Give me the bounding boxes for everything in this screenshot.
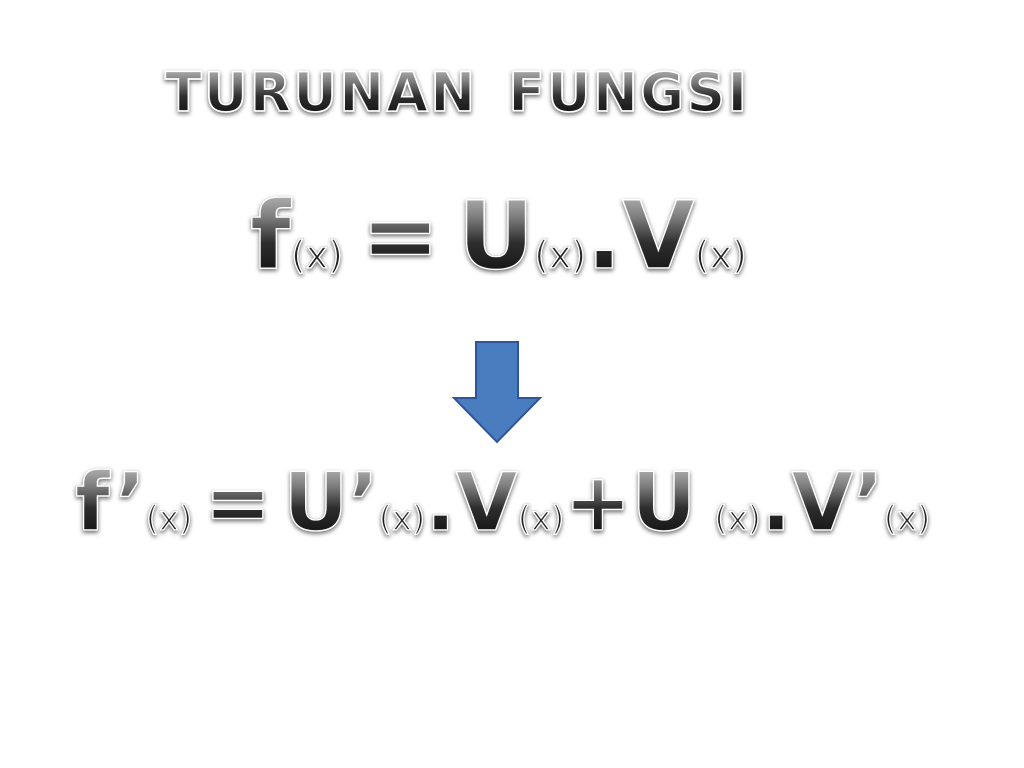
- derivative-v: V: [455, 456, 518, 549]
- arrow-down-icon: [452, 341, 542, 444]
- derivative-v-prime: V’: [791, 456, 885, 549]
- derivative-arg: (x): [145, 499, 193, 539]
- formula-f: f: [249, 182, 291, 291]
- arrow-down-shape: [452, 341, 542, 444]
- derivative-arg: (x): [883, 499, 931, 539]
- formula-u: U: [457, 182, 535, 291]
- slide-title: TURUNAN FUNGSI: [164, 61, 750, 124]
- formula-v: V: [621, 182, 695, 291]
- derivative-dot: .: [760, 456, 792, 549]
- formula-arg: (x): [533, 233, 587, 277]
- derivative-arg: (x): [517, 499, 565, 539]
- formula-equals: =: [360, 182, 440, 291]
- product-derivative-formula: f’(x)=U’(x).V(x)+U(x).V’(x): [74, 462, 931, 544]
- derivative-dot: .: [425, 456, 457, 549]
- derivative-arg: (x): [378, 499, 426, 539]
- derivative-f: f’: [74, 456, 146, 549]
- product-function-formula: f(x)=U(x).V(x): [249, 189, 748, 285]
- formula-arg: (x): [290, 233, 344, 277]
- derivative-u-prime: U’: [283, 456, 380, 549]
- formula-dot: .: [586, 182, 623, 291]
- derivative-arg: (x): [714, 499, 762, 539]
- derivative-equals: =: [204, 456, 273, 549]
- derivative-u: U: [631, 456, 697, 549]
- formula-arg: (x): [694, 233, 748, 277]
- derivative-plus: +: [564, 456, 633, 549]
